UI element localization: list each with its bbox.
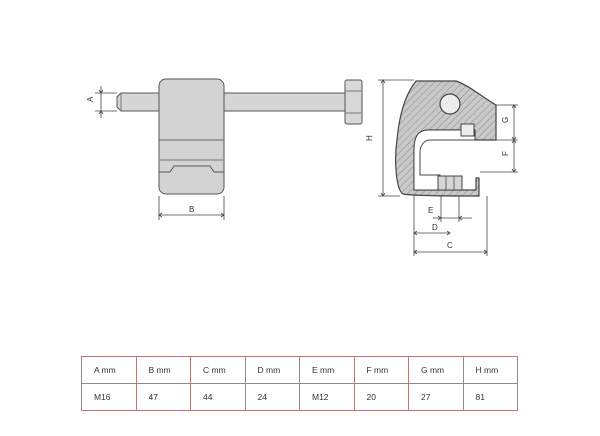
round-hole bbox=[439, 93, 461, 115]
header-cell: F mm bbox=[353, 356, 409, 384]
label-a: A bbox=[86, 96, 95, 102]
nut bbox=[437, 175, 463, 191]
table-header-row: A mm B mm C mm D mm E mm F mm G mm H mm bbox=[81, 356, 518, 384]
technical-drawing: A B H G bbox=[86, 78, 518, 256]
value-cell: 27 bbox=[408, 383, 464, 411]
table-value-row: M16 47 44 24 M12 20 27 81 bbox=[81, 383, 518, 411]
dimension-a bbox=[95, 86, 117, 118]
hex-head bbox=[344, 79, 363, 125]
label-d: D bbox=[432, 223, 438, 232]
value-cell: 44 bbox=[190, 383, 246, 411]
value-cell: M16 bbox=[81, 383, 137, 411]
spec-table: A mm B mm C mm D mm E mm F mm G mm H mm … bbox=[81, 356, 518, 411]
label-b: B bbox=[189, 205, 194, 214]
header-cell: H mm bbox=[462, 356, 518, 384]
clamp-block bbox=[158, 78, 225, 195]
label-e: E bbox=[428, 206, 433, 215]
value-cell: 81 bbox=[462, 383, 518, 411]
dimension-f bbox=[480, 139, 518, 173]
label-f: F bbox=[501, 151, 510, 156]
dimension-d bbox=[413, 196, 451, 236]
square-hole bbox=[460, 123, 475, 137]
header-cell: B mm bbox=[135, 356, 191, 384]
side-view bbox=[116, 78, 363, 195]
label-c: C bbox=[447, 241, 453, 250]
header-cell: G mm bbox=[408, 356, 464, 384]
value-cell: 20 bbox=[353, 383, 409, 411]
label-h: H bbox=[365, 135, 374, 141]
dimension-h bbox=[378, 79, 414, 197]
header-cell: C mm bbox=[190, 356, 246, 384]
label-g: G bbox=[501, 117, 510, 123]
dimension-e bbox=[433, 196, 472, 222]
value-cell: 47 bbox=[135, 383, 191, 411]
dimension-c bbox=[413, 196, 488, 256]
screw-shaft bbox=[116, 92, 346, 112]
value-cell: 24 bbox=[244, 383, 300, 411]
dimension-b bbox=[158, 196, 225, 220]
header-cell: E mm bbox=[299, 356, 355, 384]
section-view bbox=[395, 80, 497, 197]
value-cell: M12 bbox=[299, 383, 355, 411]
header-cell: A mm bbox=[81, 356, 137, 384]
clamp-section bbox=[395, 80, 497, 197]
header-cell: D mm bbox=[244, 356, 300, 384]
